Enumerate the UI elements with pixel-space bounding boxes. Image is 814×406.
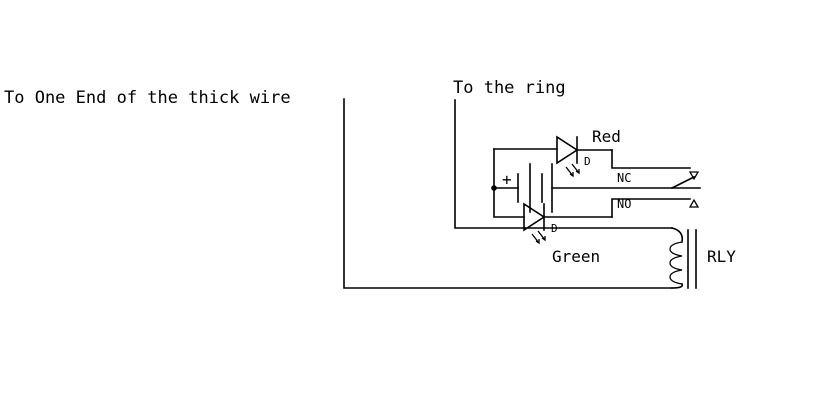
thick-wire-label: To One End of the thick wire: [4, 88, 291, 108]
no-contact-label: NO: [617, 197, 631, 211]
relay-label: RLY: [707, 247, 736, 266]
green-led-to-no: [611, 198, 691, 218]
relay-coil: [669, 227, 697, 289]
green-led: D: [523, 202, 613, 245]
red-led: D: [556, 135, 613, 178]
green-led-ref: D: [551, 222, 558, 235]
red-led-ref: D: [584, 155, 591, 168]
red-led-label: Red: [592, 127, 621, 146]
ring-label: To the ring: [453, 78, 566, 98]
green-led-label: Green: [552, 247, 600, 266]
battery-plus-label: +: [502, 170, 512, 189]
ring-lead: [454, 99, 673, 229]
battery: [517, 163, 701, 213]
left-rail: [491, 148, 558, 218]
relay-switch: [670, 171, 700, 208]
nc-contact-label: NC: [617, 171, 631, 185]
thick-wire-lead: [343, 98, 673, 289]
red-led-to-nc: [611, 149, 691, 169]
